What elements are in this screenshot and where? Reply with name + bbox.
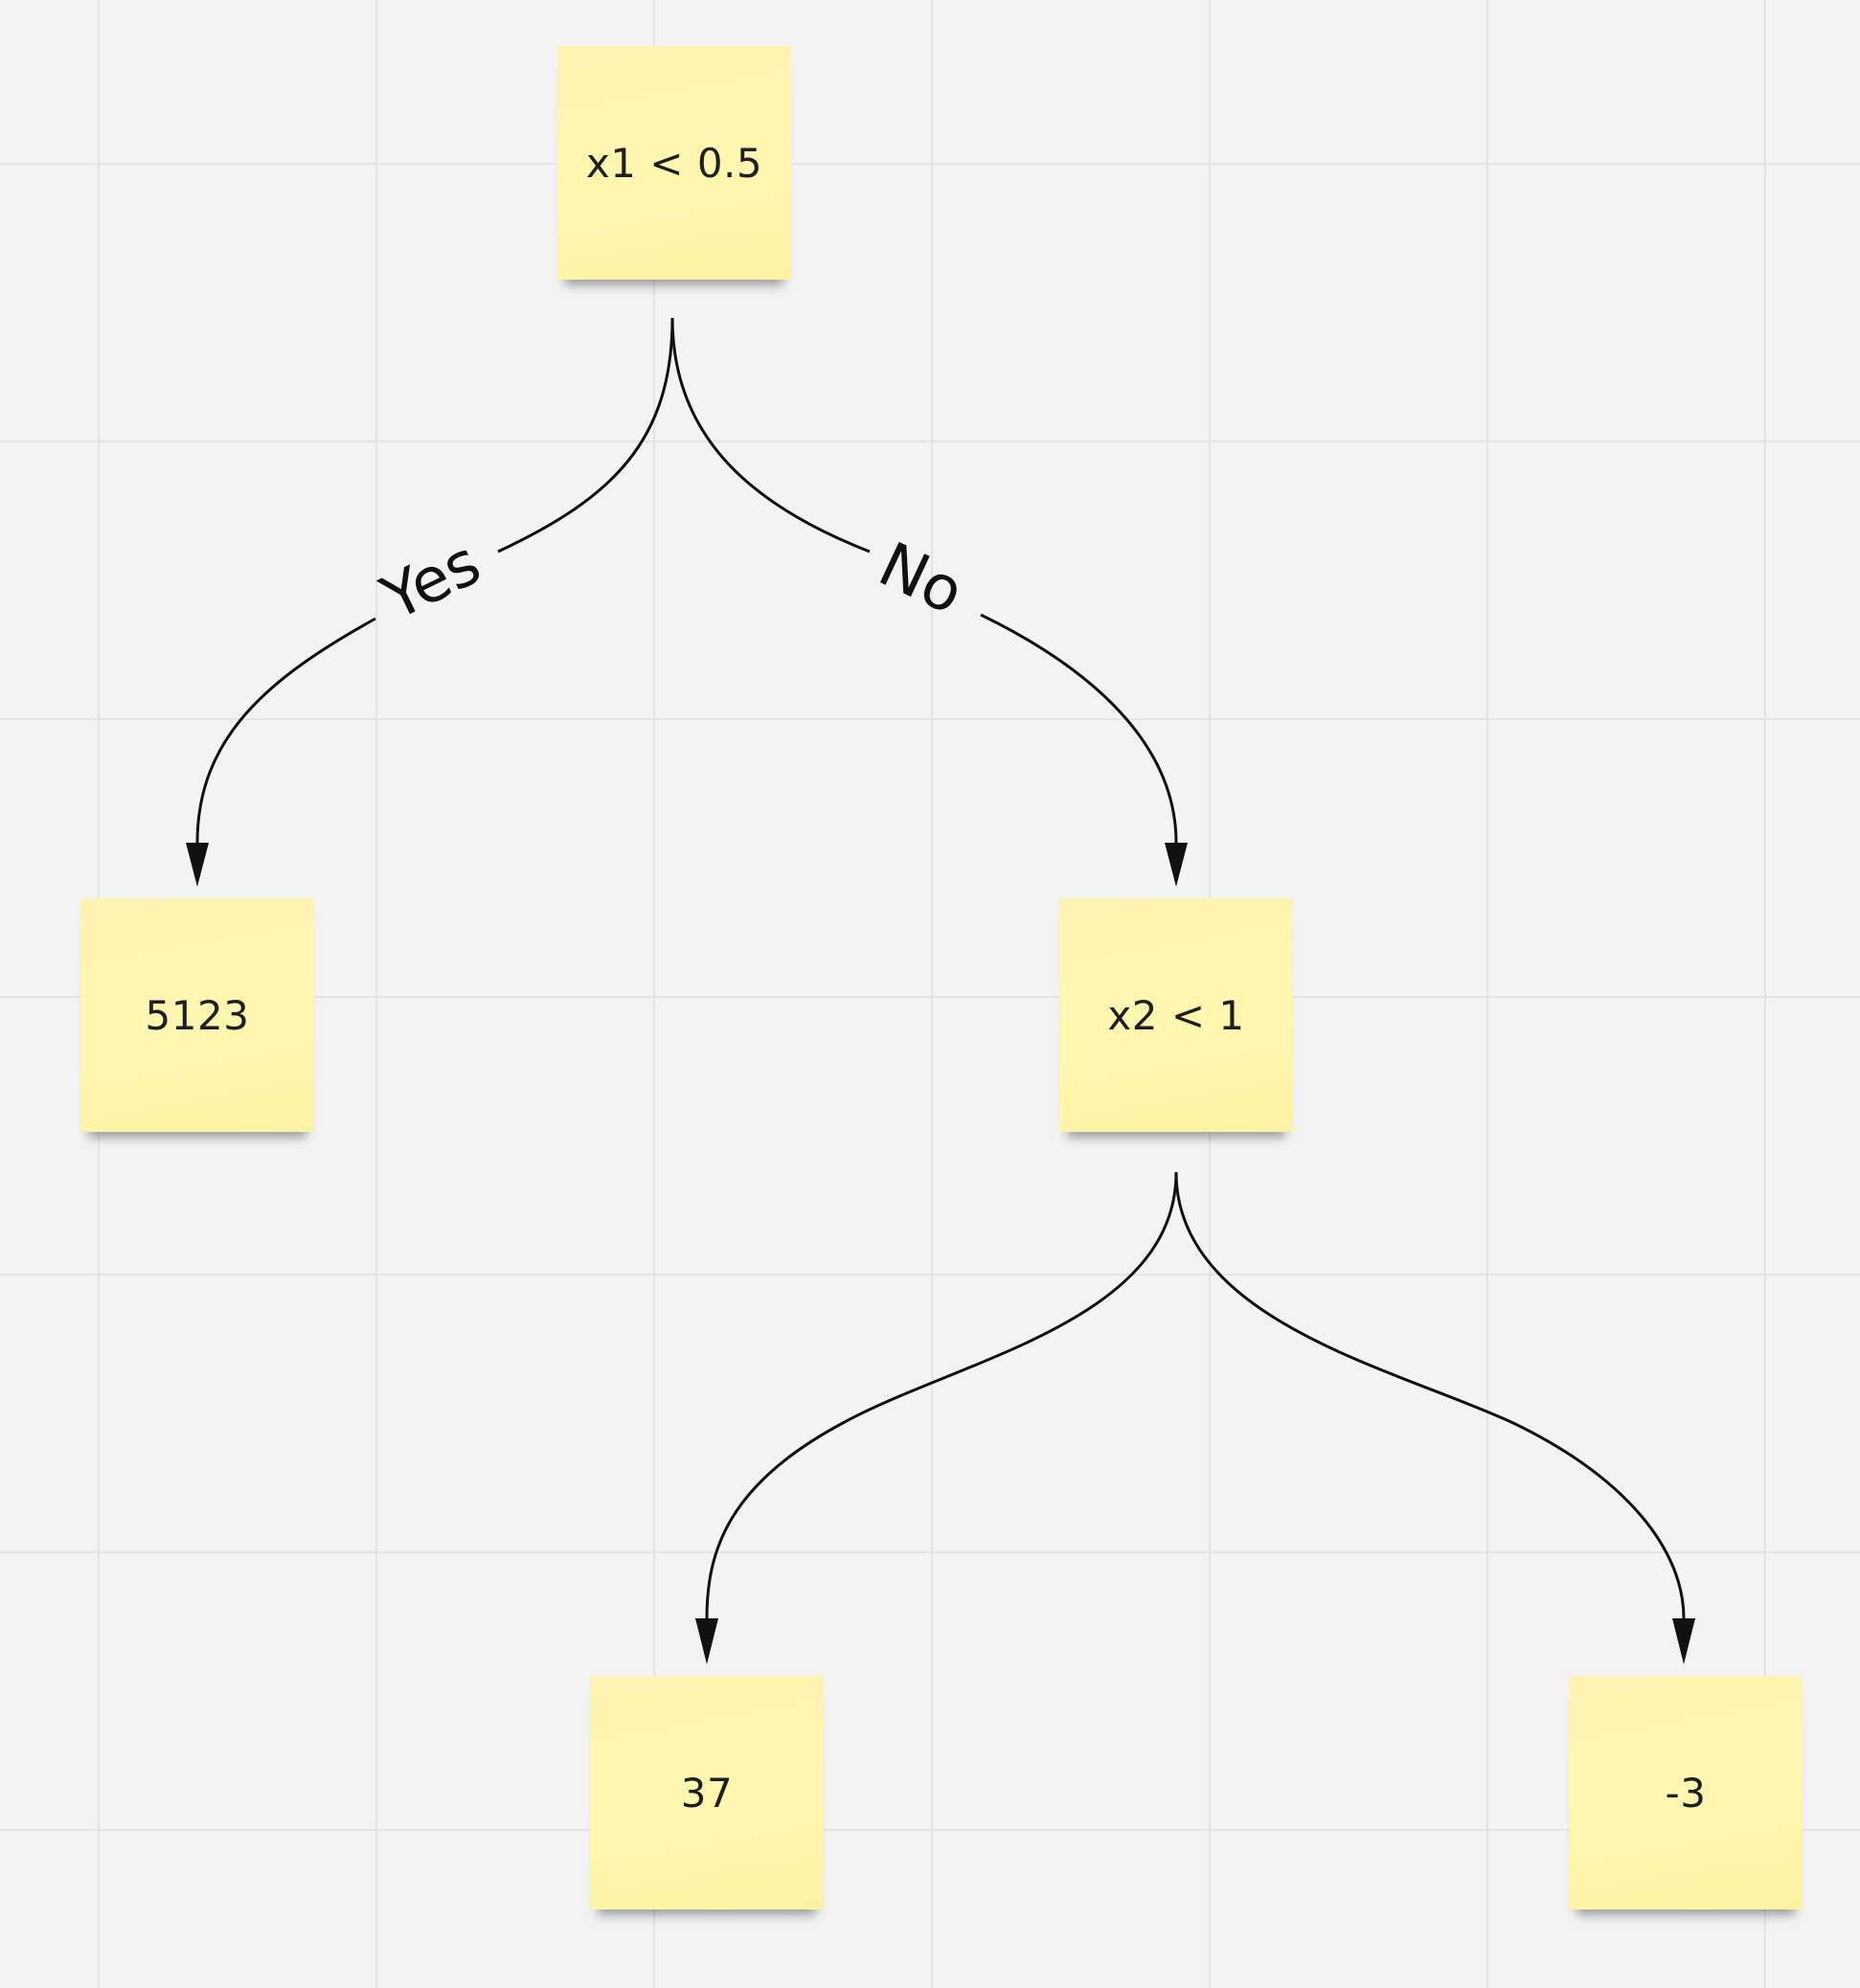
arrowhead-yes	[186, 843, 209, 887]
edge-split-left[interactable]	[705, 1171, 1178, 1619]
edge-root-no[interactable]	[670, 317, 1178, 844]
arrowhead-no	[1165, 843, 1188, 887]
node-leaf-37[interactable]: 37	[590, 1676, 824, 1909]
node-split-no-label: x2 < 1	[1107, 991, 1245, 1039]
edge-label-yes: Yes	[371, 528, 491, 635]
arrowhead-split-left	[695, 1618, 718, 1664]
node-leaf-neg3-label: -3	[1665, 1769, 1707, 1817]
node-leaf-neg3[interactable]: -3	[1569, 1676, 1803, 1909]
arrowhead-split-right	[1672, 1618, 1695, 1664]
node-leaf-yes-label: 5123	[145, 991, 250, 1039]
node-split-no[interactable]: x2 < 1	[1059, 898, 1293, 1132]
node-leaf-yes[interactable]: 5123	[80, 898, 314, 1132]
node-leaf-37-label: 37	[680, 1769, 734, 1817]
node-root[interactable]: x1 < 0.5	[557, 46, 791, 280]
edge-split-right[interactable]	[1174, 1171, 1686, 1619]
edge-label-no: No	[869, 530, 974, 629]
node-root-label: x1 < 0.5	[585, 139, 763, 187]
edge-root-yes[interactable]	[195, 317, 674, 844]
